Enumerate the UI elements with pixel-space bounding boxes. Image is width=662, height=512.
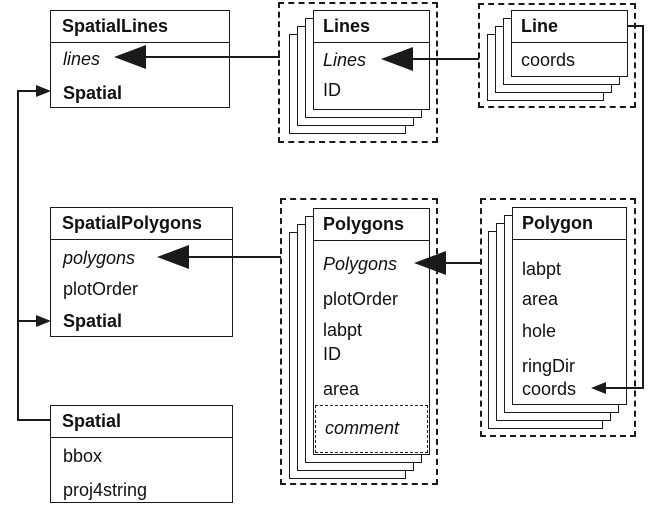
polygons-stack-frame xyxy=(280,198,438,485)
arrow-line-to-coords-top-segment xyxy=(628,25,644,27)
arrowhead-right-icon xyxy=(36,85,51,97)
field-spatiallines-spatial: Spatial xyxy=(63,83,123,103)
field-polygons-id: ID xyxy=(323,344,341,364)
field-polygon-ringdir: ringDir xyxy=(522,356,576,376)
field-spatialpolygons-polygons: polygons xyxy=(63,248,136,268)
field-polygon-coords: coords xyxy=(522,379,577,399)
class-box-spatialpolygons: SpatialPolygons polygons plotOrder Spati… xyxy=(50,207,233,337)
field-polygon-area: area xyxy=(522,289,559,309)
lines-stack-frame xyxy=(278,2,438,143)
class-title-spatiallines: SpatialLines xyxy=(51,11,229,43)
arrowhead-left-icon xyxy=(114,45,146,69)
class-box-polygons: Polygons Polygons plotOrder labpt ID are… xyxy=(313,208,430,455)
class-title-lines: Lines xyxy=(314,11,429,43)
comment-compartment: comment xyxy=(315,405,428,453)
arrowhead-right-icon xyxy=(36,315,51,327)
class-title-spatial: Spatial xyxy=(51,406,232,438)
field-spatialpolygons-spatial: Spatial xyxy=(63,311,123,331)
class-title-polygon: Polygon xyxy=(513,208,626,240)
arrow-line-to-coords-down-segment xyxy=(642,25,644,389)
arrow-polygons-to-spatialpolygons-line xyxy=(186,256,281,258)
field-polygons-plotorder: plotOrder xyxy=(323,289,399,309)
class-box-line: Line coords xyxy=(511,10,628,77)
field-polygons-polygons: Polygons xyxy=(323,254,398,274)
polygon-stack-frame xyxy=(480,198,636,437)
line-stack-frame xyxy=(478,3,636,108)
class-box-lines: Lines Lines ID xyxy=(313,10,430,110)
class-box-polygon: Polygon labpt area hole ringDir coords xyxy=(512,207,627,405)
field-line-coords: coords xyxy=(521,50,576,70)
field-polygons-comment: comment xyxy=(325,418,400,438)
field-spatial-proj4string: proj4string xyxy=(63,480,148,500)
field-polygons-labpt: labpt xyxy=(323,320,363,340)
arrow-polygon-to-polygons-line xyxy=(444,262,481,264)
field-spatial-bbox: bbox xyxy=(63,446,103,466)
class-title-line: Line xyxy=(512,11,627,43)
field-spatiallines-lines: lines xyxy=(63,49,101,69)
spatial-connector-base-line xyxy=(17,419,51,421)
field-spatialpolygons-plotorder: plotOrder xyxy=(63,279,139,299)
field-polygon-hole: hole xyxy=(522,321,557,341)
spatial-inheritance-vertical-line xyxy=(17,90,19,421)
arrowhead-left-icon xyxy=(157,245,189,269)
arrow-lines-to-spatiallines-line xyxy=(143,56,280,58)
field-polygon-labpt: labpt xyxy=(522,259,562,279)
spatial-to-spatialpolygons-line xyxy=(17,320,39,322)
arrowhead-left-icon xyxy=(414,251,446,275)
class-title-polygons: Polygons xyxy=(314,209,429,241)
spatial-to-spatiallines-line xyxy=(17,90,39,92)
arrow-line-to-lines-line xyxy=(411,58,479,60)
arrow-line-to-coords-end-segment xyxy=(603,387,644,389)
class-box-spatial: Spatial bbox proj4string xyxy=(50,405,233,503)
field-lines-lines: Lines xyxy=(323,50,367,70)
field-lines-id: ID xyxy=(323,80,341,100)
field-polygons-area: area xyxy=(323,379,360,399)
class-title-spatialpolygons: SpatialPolygons xyxy=(51,208,232,240)
arrowhead-left-icon xyxy=(381,47,413,71)
arrowhead-left-icon xyxy=(591,382,606,394)
